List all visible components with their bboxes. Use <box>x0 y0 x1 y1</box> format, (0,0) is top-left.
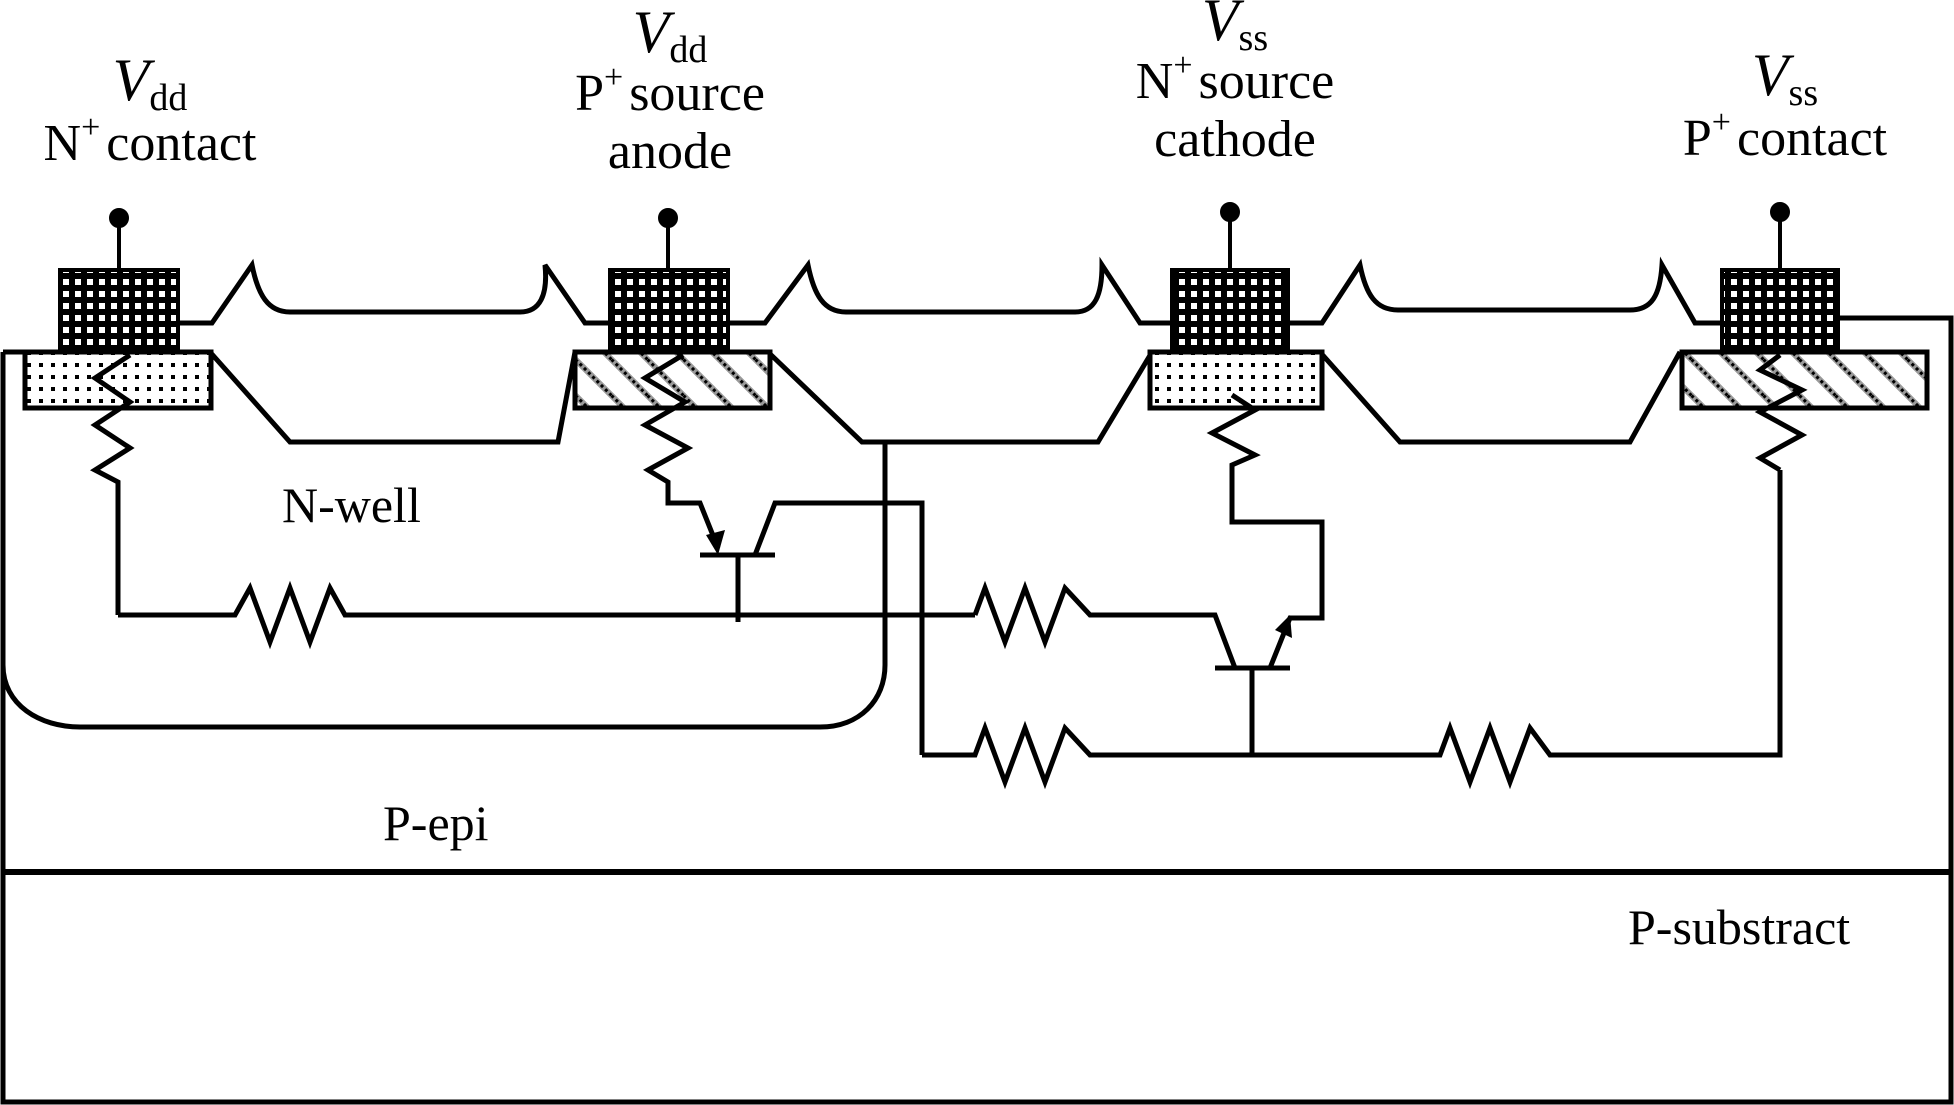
pepi-boundary <box>0 315 1954 1105</box>
voltage-symbol: V <box>632 0 670 65</box>
dopant: N <box>1135 53 1174 110</box>
terminal-dot-1 <box>109 208 129 228</box>
terminal-desc: contact <box>106 115 257 172</box>
voltage-symbol: V <box>112 47 150 113</box>
nwell-boundary <box>0 352 888 730</box>
dopant-sup: + <box>604 59 624 96</box>
resistor-nplus-contact <box>89 352 135 615</box>
resistor-pplus-source <box>639 352 721 549</box>
metal-contact-1 <box>58 268 180 354</box>
voltage-symbol: V <box>1201 0 1239 53</box>
terminal-label-2: Vdd P+source anode <box>520 2 820 178</box>
nwell-label: N-well <box>282 477 421 533</box>
terminal-role: anode <box>607 123 733 180</box>
dopant: N <box>43 115 82 172</box>
terminal-label-3: Vss N+source cathode <box>1085 0 1385 166</box>
resistor-link <box>972 580 1238 669</box>
voltage-subscript: ss <box>1238 17 1269 59</box>
q2-npn-emitter <box>1206 392 1325 669</box>
terminal-dot-2 <box>658 208 678 228</box>
terminal-desc: source <box>629 65 765 122</box>
terminal-role: cathode <box>1154 111 1316 168</box>
q1-pnp-collector <box>752 500 925 755</box>
terminal-label-1: Vdd N+contact <box>0 50 300 170</box>
voltage-subscript: ss <box>1788 72 1819 114</box>
q2-emitter-arrow-icon <box>1275 615 1292 638</box>
resistor-pplus-contact <box>1754 353 1808 473</box>
voltage-subscript: dd <box>669 29 708 71</box>
resistor-nwell <box>118 580 975 650</box>
resistor-pepi-left <box>922 720 1252 790</box>
dopant-sup: + <box>1173 47 1193 84</box>
voltage-subscript: dd <box>149 77 188 119</box>
metal-contact-2 <box>608 268 730 354</box>
terminal-dot-4 <box>1770 202 1790 222</box>
voltage-symbol: V <box>1751 42 1789 108</box>
terminal-label-4: Vss P+contact <box>1630 45 1940 165</box>
dopant: P <box>1682 110 1712 167</box>
terminal-desc: source <box>1198 53 1335 110</box>
field-oxide-1 <box>178 258 612 326</box>
terminal-dot-3 <box>1220 202 1240 222</box>
field-oxide-2 <box>728 256 1172 326</box>
metal-contact-4 <box>1720 268 1840 354</box>
pepi-label: P-epi <box>383 795 489 851</box>
surface-profile <box>3 349 1683 445</box>
dopant-sup: + <box>1711 104 1731 141</box>
terminal-desc: contact <box>1736 110 1888 167</box>
resistor-pepi-right <box>1252 470 1783 790</box>
q1-emitter-arrow-icon <box>706 530 725 555</box>
pplus-contact-diffusion <box>1679 349 1930 411</box>
dopant: P <box>575 65 604 122</box>
psubstrate-label: P-substract <box>1628 899 1851 955</box>
metal-contact-3 <box>1170 268 1290 354</box>
dopant-sup: + <box>81 109 101 146</box>
field-oxide-3 <box>1288 256 1722 326</box>
